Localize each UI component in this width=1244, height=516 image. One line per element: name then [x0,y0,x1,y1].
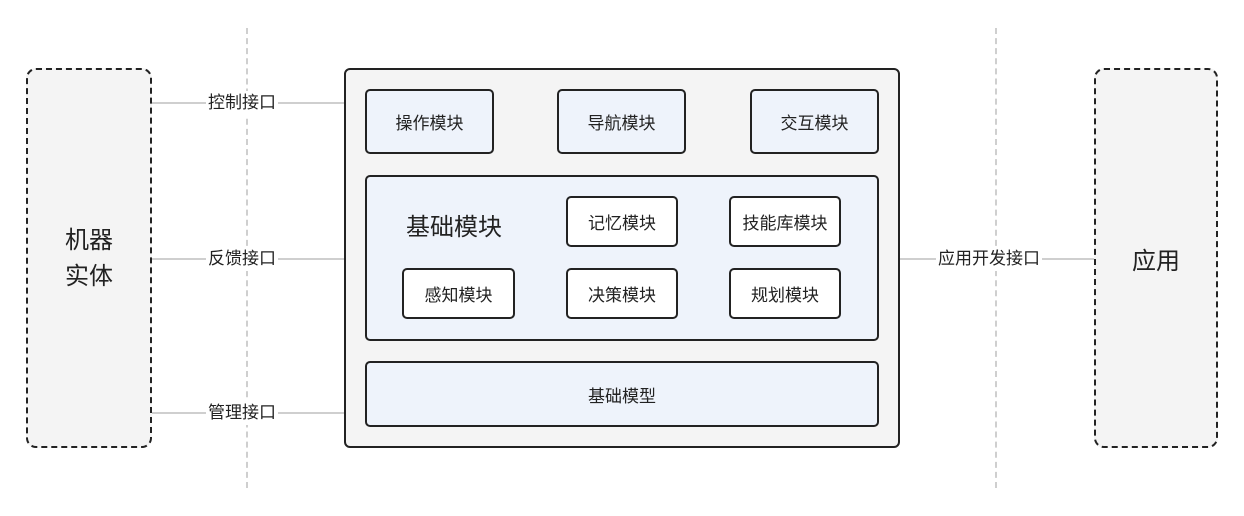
skill-library-module: 技能库模块 [729,196,841,247]
control-interface-label: 控制接口 [206,91,278,115]
machine-entity-label-line2: 实体 [65,262,113,290]
machine-entity-box: 机器 实体 [26,68,152,448]
navigation-module: 导航模块 [557,89,686,154]
decision-module: 决策模块 [566,268,678,319]
machine-entity-label: 机器 实体 [63,222,115,294]
machine-entity-label-line1: 机器 [65,226,113,254]
feedback-interface-label: 反馈接口 [206,247,278,271]
operation-module: 操作模块 [365,89,494,154]
interaction-module: 交互模块 [750,89,879,154]
base-model-bar: 基础模型 [365,361,879,427]
memory-module: 记忆模块 [566,196,678,247]
application-box: 应用 [1094,68,1218,448]
application-label: 应用 [1132,246,1180,275]
management-interface-label: 管理接口 [206,401,278,425]
base-modules-title: 基础模块 [406,213,502,241]
planning-module: 规划模块 [729,268,841,319]
app-dev-interface-label: 应用开发接口 [936,247,1042,271]
perception-module: 感知模块 [402,268,515,319]
